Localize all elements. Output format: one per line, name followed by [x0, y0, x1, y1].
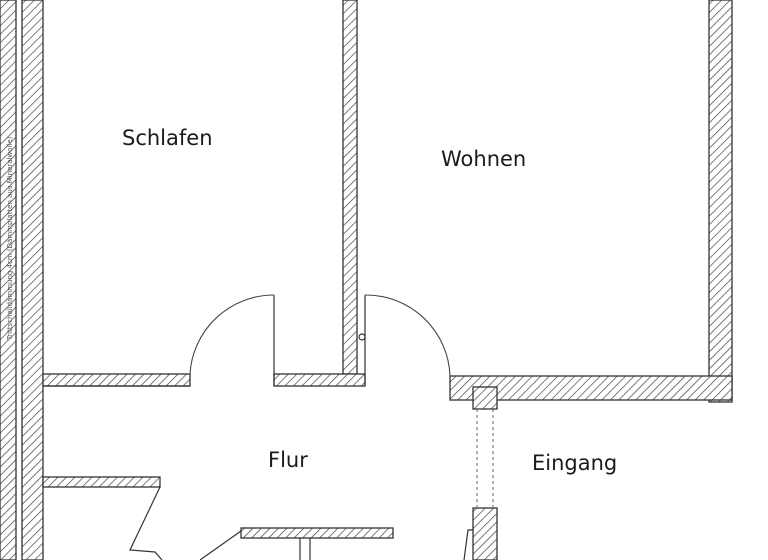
wall-flur-eingang-top — [472, 386, 498, 410]
room-label-schlafen: Schlafen — [122, 126, 213, 150]
wall-schlafen-bottom-left — [42, 373, 191, 387]
room-label-flur: Flur — [268, 448, 308, 472]
room-label-eingang: Eingang — [532, 451, 617, 475]
wall-flur-eingang-bottom — [472, 507, 498, 560]
left-outer-wall — [21, 0, 44, 560]
wall-schlafen-wohnen — [342, 0, 358, 375]
left-outer-strip — [0, 0, 17, 560]
right-outer-wall — [708, 0, 733, 403]
room-label-wohnen: Wohnen — [441, 147, 526, 171]
wall-lower-left-stub — [42, 476, 161, 488]
door-swing-schlafen — [189, 294, 275, 375]
wall-lower-middle — [240, 527, 394, 539]
wall-bottom-middle — [273, 373, 366, 387]
door-swing-wohnen — [364, 294, 451, 377]
vertical-annotation: Trittschalldämmung 4cm (Dämmplatten aus … — [6, 136, 14, 341]
